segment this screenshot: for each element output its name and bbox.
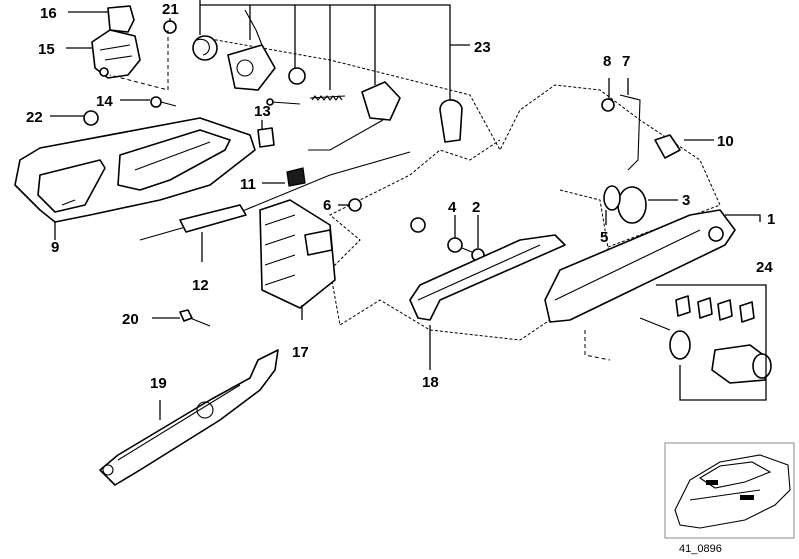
callout-3: 3 <box>682 192 690 209</box>
lock-mechanism <box>192 9 463 151</box>
inset-frame <box>664 442 795 539</box>
ring-5 <box>603 185 621 211</box>
callout-21: 21 <box>162 1 179 18</box>
callout-8: 8 <box>603 53 611 70</box>
callout-24: 24 <box>756 259 773 276</box>
screw-20 <box>179 309 211 327</box>
nut-6 <box>348 198 362 212</box>
clip-11 <box>286 167 306 187</box>
reference-code: 41_0896 <box>679 543 722 555</box>
handle-carrier-18 <box>409 234 566 321</box>
seal-3 <box>617 186 647 224</box>
washer-4 <box>447 237 463 253</box>
callouts: 16 21 15 22 14 13 11 9 12 20 17 19 6 4 2… <box>26 1 775 392</box>
inset-marker-front <box>706 480 718 485</box>
callout-22: 22 <box>26 109 43 126</box>
inset-marker-rear <box>740 495 754 500</box>
callout-7: 7 <box>622 53 630 70</box>
callout-9: 9 <box>51 239 59 256</box>
callout-20: 20 <box>122 311 139 328</box>
screw-14 <box>150 96 177 108</box>
callout-18: 18 <box>422 374 439 391</box>
leader-lines <box>50 0 767 420</box>
callout-17: 17 <box>292 344 309 361</box>
callout-2: 2 <box>472 199 480 216</box>
callout-14: 14 <box>96 93 113 110</box>
lever-bracket-19 <box>99 349 279 486</box>
lock-cylinder-kit-24 <box>639 295 772 384</box>
callout-16: 16 <box>40 5 57 22</box>
rod-7 <box>619 94 641 171</box>
callout-23: 23 <box>474 39 491 56</box>
callout-5: 5 <box>600 229 608 246</box>
nut-8 <box>601 98 615 112</box>
washer <box>410 217 426 233</box>
callout-4: 4 <box>448 199 457 216</box>
clip-13 <box>257 127 275 148</box>
callout-11: 11 <box>240 176 256 193</box>
grommet-22 <box>83 110 99 126</box>
rod-sleeve <box>179 204 247 233</box>
callout-19: 19 <box>150 375 167 392</box>
car-thumbnail-inset <box>664 442 795 539</box>
bracket-assembly <box>91 5 141 79</box>
callout-10: 10 <box>717 133 734 150</box>
clip-10 <box>654 134 681 159</box>
callout-1: 1 <box>767 211 775 228</box>
callout-12: 12 <box>192 277 209 294</box>
callout-6: 6 <box>323 197 331 214</box>
callout-15: 15 <box>38 41 55 58</box>
inner-handle-bezel <box>14 117 256 223</box>
callout-13: 13 <box>254 103 271 120</box>
nut-21 <box>163 20 177 34</box>
actuator-17 <box>259 199 336 309</box>
outer-handle-1 <box>544 209 736 323</box>
